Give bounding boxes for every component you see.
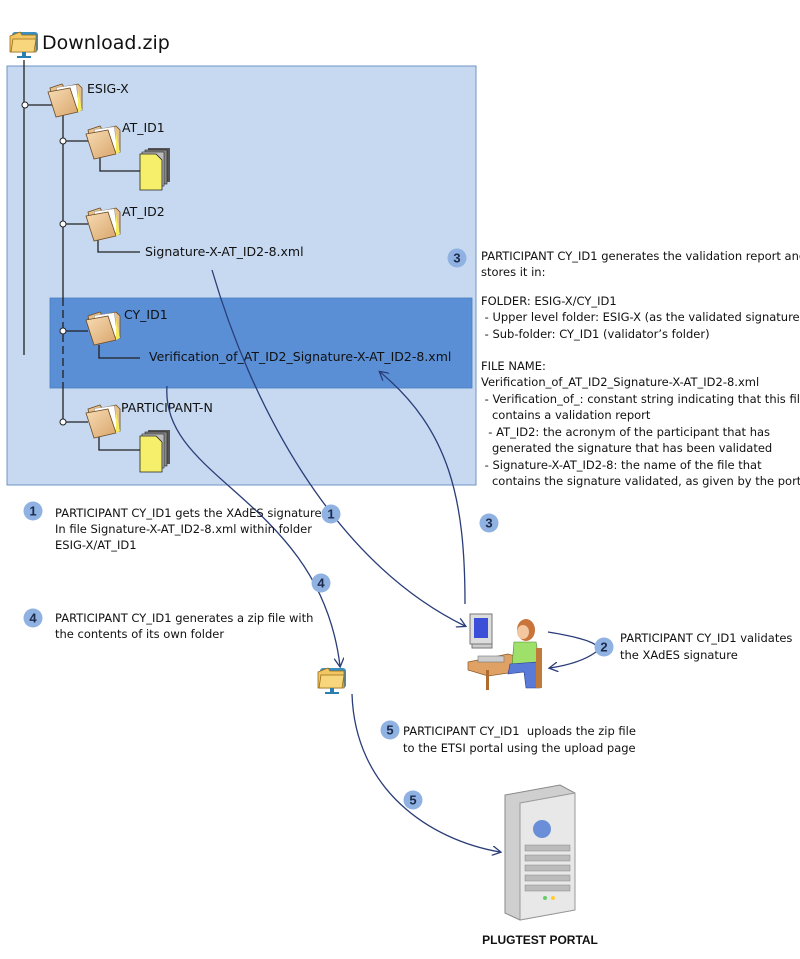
folder-label-esig-x: ESIG-X <box>87 81 129 96</box>
step4-line: PARTICIPANT CY_ID1 generates a zip file … <box>55 611 313 625</box>
download-contents-box <box>6 65 477 486</box>
folder-label-cy-id1: CY_ID1 <box>124 307 168 322</box>
arrow-step1 <box>211 269 465 626</box>
step4-line: the contents of its own folder <box>55 627 224 641</box>
badge-circle <box>479 513 499 533</box>
step-badge-step2: 2 <box>594 637 614 657</box>
server-icon <box>504 784 576 921</box>
step3-line: - AT_ID2: the acronym of the participant… <box>481 425 770 439</box>
step1-text: PARTICIPANT CY_ID1 gets the XAdES signat… <box>55 506 322 552</box>
folder-label-at-id1: AT_ID1 <box>122 120 165 135</box>
step5-text: PARTICIPANT CY_ID1 uploads the zip file … <box>403 724 636 755</box>
arrow-step2 <box>548 631 599 668</box>
step3-line: contains a validation report <box>481 408 651 422</box>
step-badge-step4: 4 <box>23 608 43 628</box>
zip-folder-icon <box>9 31 39 59</box>
step2-line: the XAdES signature <box>620 648 738 662</box>
step3-line: - Signature-X-AT_ID2-8: the name of the … <box>481 458 762 472</box>
root-label: Download.zip <box>42 32 170 54</box>
badge-circle <box>380 720 400 740</box>
step3-line: - Upper level folder: ESIG-X (as the val… <box>481 310 800 324</box>
step1-line: PARTICIPANT CY_ID1 gets the XAdES signat… <box>55 506 322 520</box>
step2-line: PARTICIPANT CY_ID1 validates <box>620 631 792 645</box>
arrow-step5 <box>351 693 500 852</box>
badge-number: 4 <box>317 576 325 591</box>
step3-line: PARTICIPANT CY_ID1 generates the validat… <box>481 249 800 263</box>
badge-circle <box>447 248 467 268</box>
badge-number: 3 <box>485 516 492 531</box>
step3-text: PARTICIPANT CY_ID1 generates the validat… <box>481 249 800 488</box>
badge-number: 5 <box>386 723 393 738</box>
tree-lines <box>21 60 140 451</box>
badge-circle <box>311 573 331 593</box>
badge-circle <box>594 637 614 657</box>
step-badge-step5: 5 <box>403 790 423 810</box>
badge-number: 5 <box>409 793 416 808</box>
badge-circle <box>23 608 43 628</box>
step-badge-step4: 4 <box>311 573 331 593</box>
step1-line: ESIG-X/AT_ID1 <box>55 538 137 552</box>
step2-text: PARTICIPANT CY_ID1 validates the XAdES s… <box>620 631 792 662</box>
step-badge-step3: 3 <box>447 248 467 268</box>
step-badge-step5: 5 <box>380 720 400 740</box>
badge-circle <box>321 504 341 524</box>
file-verification-xml: Verification_of_AT_ID2_Signature-X-AT_ID… <box>149 349 451 364</box>
step3-line: FILE NAME: <box>481 359 546 373</box>
badge-circle <box>23 501 43 521</box>
cy-id1-highlight-box <box>49 297 473 389</box>
step5-line: to the ETSI portal using the upload page <box>403 741 636 755</box>
step3-line: - Sub-folder: CY_ID1 (validator’s folder… <box>481 327 710 341</box>
zip-file-icon <box>317 667 347 695</box>
arrow-step3 <box>380 372 466 605</box>
file-stack-icon <box>139 147 171 191</box>
badge-number: 2 <box>600 640 607 655</box>
badge-number: 1 <box>29 504 36 519</box>
step1-line: In file Signature-X-AT_ID2-8.xml within … <box>55 522 312 536</box>
step3-line: - Verification_of_: constant string indi… <box>481 392 800 406</box>
file-stack-icon <box>139 429 171 473</box>
step3-line: Verification_of_AT_ID2_Signature-X-AT_ID… <box>481 375 759 389</box>
badge-circle <box>403 790 423 810</box>
badge-number: 1 <box>327 507 334 522</box>
step3-line: FOLDER: ESIG-X/CY_ID1 <box>481 294 617 308</box>
file-signature-xml: Signature-X-AT_ID2-8.xml <box>145 244 304 259</box>
person-at-computer-icon <box>467 613 542 690</box>
step5-line: PARTICIPANT CY_ID1 uploads the zip file <box>403 724 636 738</box>
folder-label-participant-n: PARTICIPANT-N <box>121 400 213 415</box>
step-badge-step1: 1 <box>23 501 43 521</box>
step3-line: stores it in: <box>481 265 545 279</box>
step3-line: contains the signature validated, as giv… <box>481 474 800 488</box>
portal-label: PLUGTEST PORTAL <box>482 933 598 947</box>
step3-line: generated the signature that has been va… <box>481 441 772 455</box>
arrow-step4 <box>166 385 340 666</box>
badge-number: 3 <box>453 251 460 266</box>
folder-label-at-id2: AT_ID2 <box>122 204 165 219</box>
badge-number: 4 <box>29 611 37 626</box>
step4-text: PARTICIPANT CY_ID1 generates a zip file … <box>55 611 313 641</box>
step-badge-step3: 3 <box>479 513 499 533</box>
step-badge-step1: 1 <box>321 504 341 524</box>
